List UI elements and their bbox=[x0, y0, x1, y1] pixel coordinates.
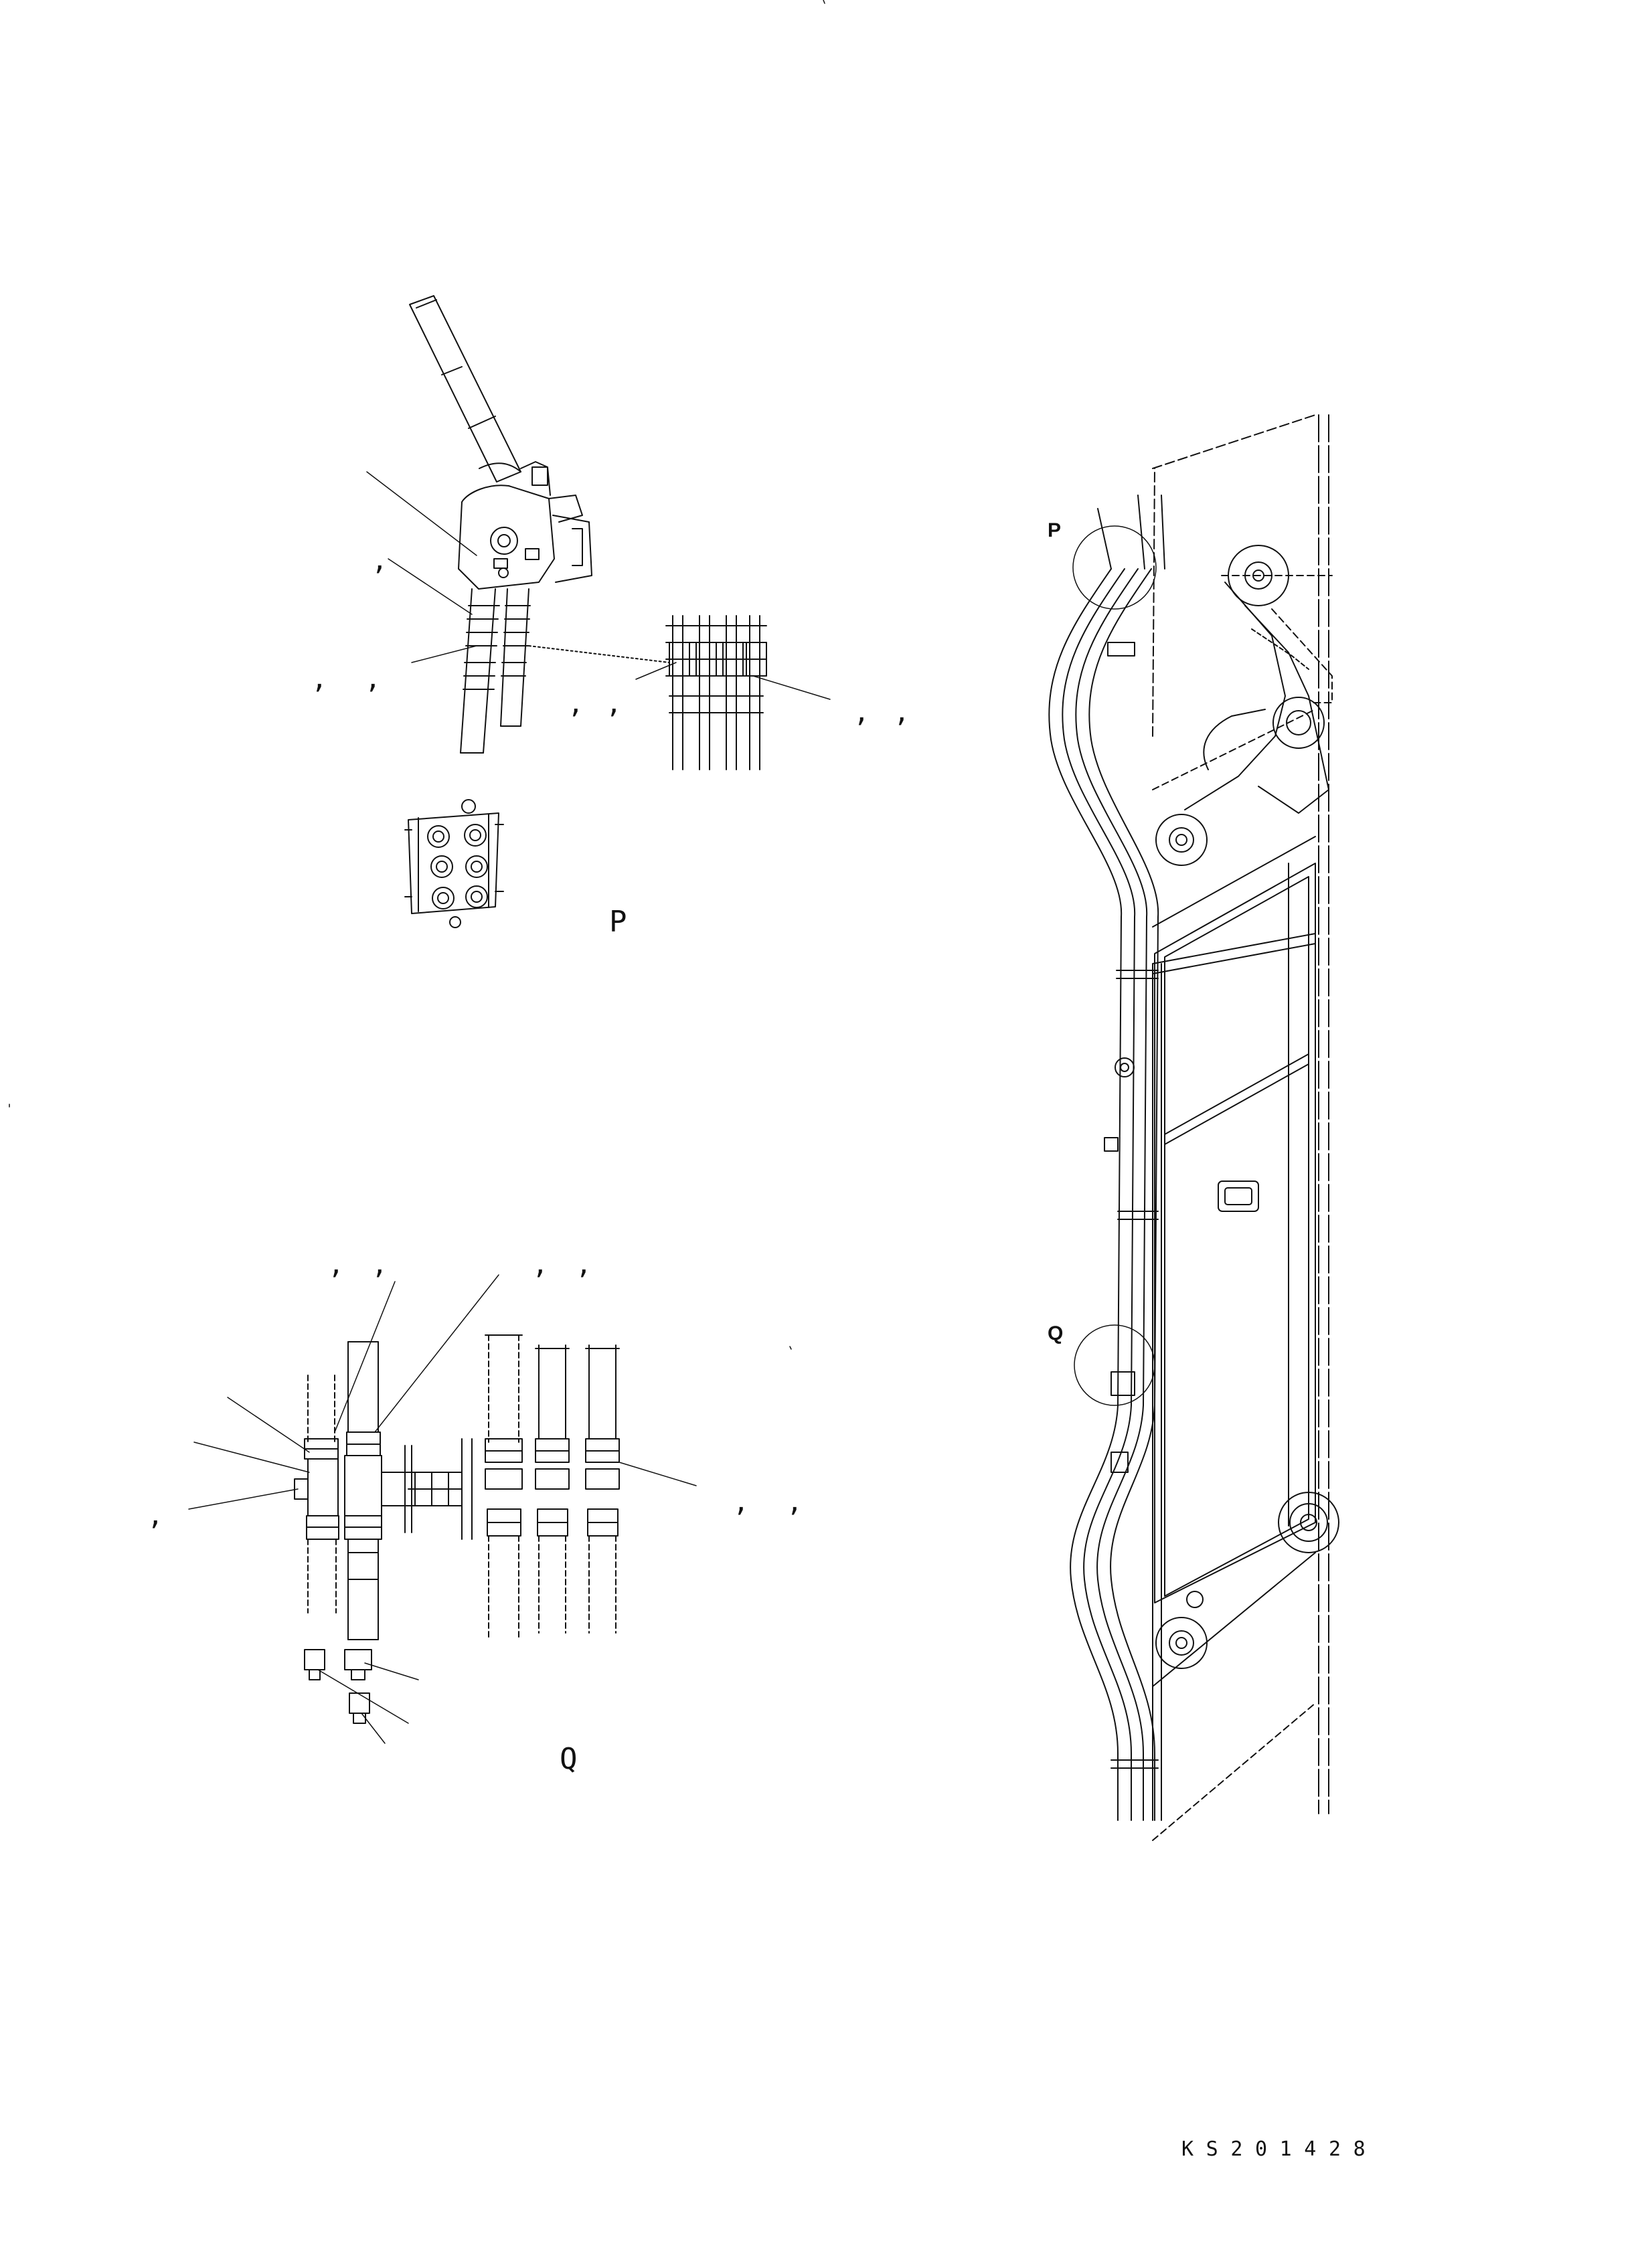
upper-linkage bbox=[1184, 575, 1333, 814]
pins-and-bushings bbox=[1115, 545, 1339, 1669]
connection-line bbox=[528, 645, 670, 663]
reference-separator: , bbox=[365, 664, 382, 695]
reference-separator: , bbox=[372, 545, 388, 576]
vertical-hoses-q bbox=[307, 1334, 620, 1443]
reference-separator: , bbox=[372, 1249, 388, 1280]
loose-plugs-q bbox=[304, 1649, 372, 1724]
hose-fitting-group bbox=[665, 615, 767, 770]
reference-separator: , bbox=[787, 1487, 803, 1518]
reference-separator: , bbox=[853, 697, 870, 728]
control-valve-lever bbox=[409, 295, 521, 483]
view-label-p: P bbox=[609, 905, 627, 939]
reference-separator: , bbox=[576, 1249, 592, 1280]
reference-separator: , bbox=[606, 689, 623, 719]
reference-separator: , bbox=[147, 1500, 164, 1531]
reference-separator: , bbox=[894, 697, 910, 728]
arm-cylinder bbox=[1154, 863, 1316, 1603]
valve-hose-right bbox=[500, 588, 531, 727]
page-marks bbox=[9, 0, 825, 1350]
detail-view-q bbox=[188, 1274, 697, 1744]
valve-hose-left bbox=[460, 588, 500, 754]
lower-hoses-q bbox=[306, 1508, 619, 1640]
fittings-q bbox=[304, 1431, 620, 1490]
reference-separator: , bbox=[311, 664, 328, 695]
manifold-block-q bbox=[294, 1438, 473, 1540]
detail-circles bbox=[1072, 525, 1157, 1406]
detail-view-p bbox=[366, 295, 831, 928]
drawing-code: KS201428 bbox=[1181, 2138, 1378, 2161]
reference-separator: , bbox=[532, 1249, 549, 1280]
leader-lines-p bbox=[366, 471, 831, 700]
callout-p: P bbox=[1048, 519, 1062, 541]
valve-port-view bbox=[404, 799, 504, 928]
leader-lines-q bbox=[188, 1274, 697, 1744]
arm-overview bbox=[1048, 414, 1339, 1841]
reference-separator: , bbox=[568, 689, 584, 719]
reference-separator: , bbox=[328, 1249, 345, 1280]
view-label-q: Q bbox=[560, 1742, 578, 1776]
hose-routing bbox=[1048, 495, 1165, 1821]
reference-separator: , bbox=[733, 1487, 750, 1518]
arm-structure bbox=[1152, 414, 1329, 1841]
callout-q: Q bbox=[1048, 1322, 1064, 1344]
control-valve-body bbox=[458, 461, 592, 590]
